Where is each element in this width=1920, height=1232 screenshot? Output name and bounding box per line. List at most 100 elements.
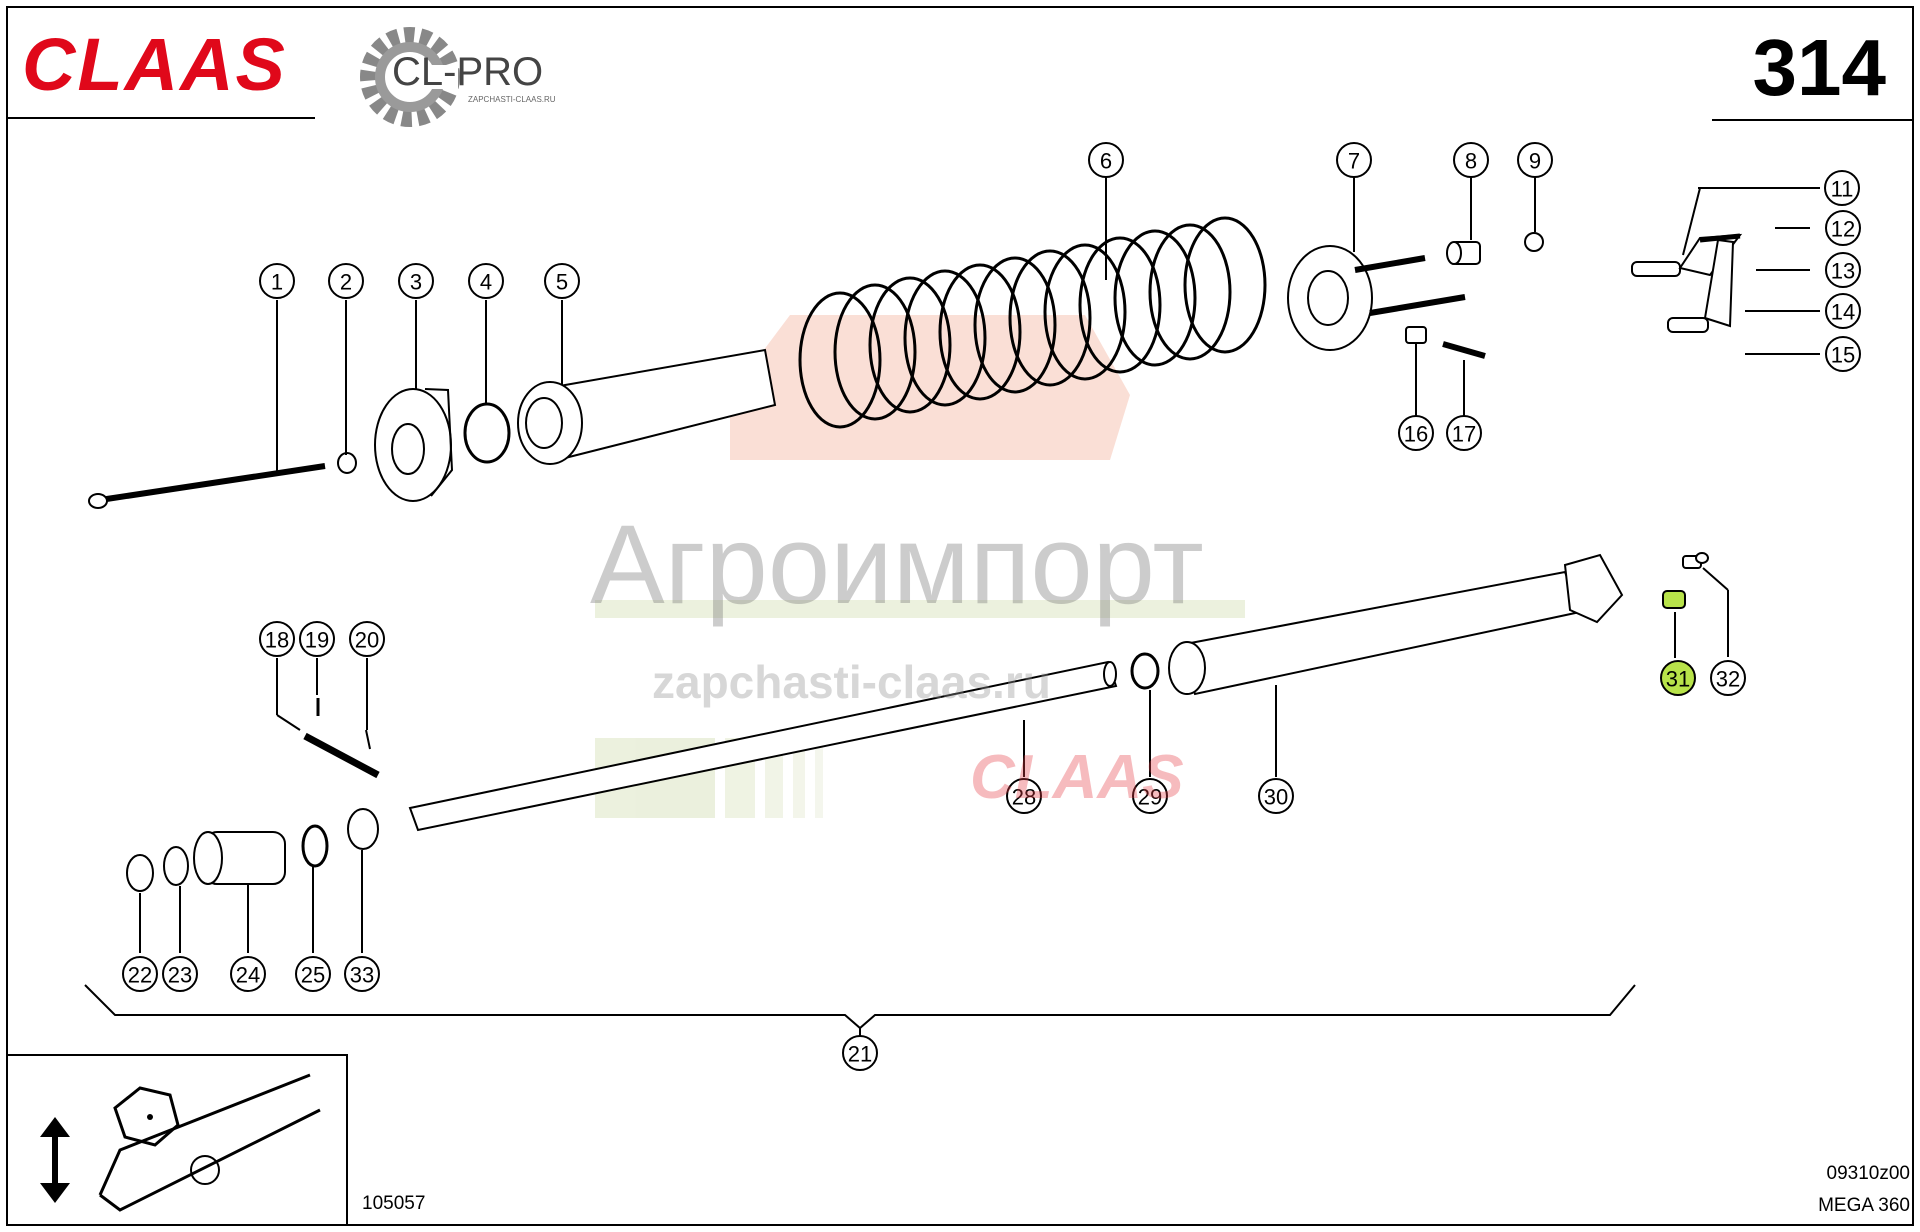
callout-circle	[468, 263, 504, 299]
callout-19: 19	[299, 621, 335, 657]
callout-label: 12	[1831, 217, 1855, 242]
page-frame	[6, 6, 1914, 1226]
callout-15: 15	[1825, 336, 1861, 372]
callout-label: 8	[1465, 149, 1477, 174]
callout-16: 16	[1398, 415, 1434, 451]
callout-29: 29	[1132, 778, 1168, 814]
callout-label: 20	[355, 628, 379, 653]
callout-label: 7	[1348, 149, 1360, 174]
callout-label: 21	[848, 1042, 872, 1067]
part-tube	[1168, 553, 1624, 696]
part-sleeve	[517, 348, 777, 465]
part-circlip	[463, 402, 511, 464]
callout-label: 6	[1100, 149, 1112, 174]
callout-circle	[1258, 778, 1294, 814]
leader-lines	[139, 175, 1820, 953]
part-17-screw	[1442, 341, 1486, 359]
brand-logo: CLAAS	[22, 23, 287, 106]
callout-28: 28	[1006, 778, 1042, 814]
part-32-grease-nipple	[1682, 552, 1709, 569]
callout-circle	[1824, 170, 1860, 206]
callout-24: 24	[230, 956, 266, 992]
callout-label: 4	[480, 270, 492, 295]
part-lever-assembly	[1631, 233, 1743, 333]
part-seal-set	[126, 808, 379, 892]
page-number: 314	[1752, 23, 1886, 112]
callout-label: 23	[168, 963, 192, 988]
callout-label: 18	[265, 628, 289, 653]
callout-circle	[1088, 142, 1124, 178]
callout-8: 8	[1453, 142, 1489, 178]
callout-30: 30	[1258, 778, 1294, 814]
assembly-bracket	[84, 984, 1636, 1030]
image-code: 09310z00	[1826, 1163, 1910, 1184]
callout-5: 5	[544, 263, 580, 299]
callout-label: 9	[1529, 149, 1541, 174]
callout-4: 4	[468, 263, 504, 299]
callout-label: 25	[301, 963, 325, 988]
part-bushing	[1446, 241, 1481, 265]
part-16-nut	[1405, 326, 1427, 344]
callout-circle	[1132, 778, 1168, 814]
part-20-cotter	[365, 729, 371, 750]
callout-label: 15	[1831, 343, 1855, 368]
callout-circle	[544, 263, 580, 299]
callout-label: 22	[128, 963, 152, 988]
callout-label: 11	[1831, 177, 1854, 202]
callout-label: 3	[410, 270, 422, 295]
callout-14: 14	[1825, 293, 1861, 329]
callout-label: 30	[1264, 785, 1288, 810]
callout-circle	[230, 956, 266, 992]
callout-circle	[1446, 415, 1482, 451]
callout-label: 1	[271, 270, 283, 295]
callout-17: 17	[1446, 415, 1482, 451]
callout-circle	[328, 263, 364, 299]
part-spring	[798, 216, 1267, 429]
dealer-logo-subtitle: ZAPCHASTI-CLAAS.RU	[468, 95, 556, 104]
callout-11: 11	[1824, 170, 1860, 206]
callout-9: 9	[1517, 142, 1553, 178]
callout-circle	[259, 263, 295, 299]
callout-label: 13	[1831, 259, 1855, 284]
part-spring-plate	[1287, 245, 1466, 351]
callout-21: 21	[842, 1035, 878, 1071]
callout-label: 17	[1452, 422, 1476, 447]
callout-circle	[1825, 293, 1861, 329]
callout-circle	[1710, 660, 1746, 696]
callout-circle	[398, 263, 434, 299]
drawing-number: 105057	[362, 1193, 426, 1214]
hexagon-nut-icon	[113, 1086, 180, 1147]
part-31-bushing	[1662, 590, 1686, 609]
callout-circle	[1006, 778, 1042, 814]
callout-circle	[1660, 660, 1696, 696]
callout-20: 20	[349, 621, 385, 657]
part-18-pin	[303, 732, 380, 779]
callout-circle	[259, 621, 295, 657]
part-washer	[337, 452, 357, 474]
callout-label: 32	[1716, 667, 1740, 692]
callout-circle	[162, 956, 198, 992]
callout-label: 14	[1831, 300, 1855, 325]
callout-label: 29	[1138, 785, 1162, 810]
callout-6: 6	[1088, 142, 1124, 178]
watermark-site: zapchasti-claas.ru	[652, 656, 1051, 708]
callout-7: 7	[1336, 142, 1372, 178]
part-ring	[1130, 652, 1160, 690]
callout-33: 33	[344, 956, 380, 992]
callout-label: 24	[236, 963, 260, 988]
up-down-arrow-icon	[40, 1117, 70, 1203]
callout-32: 32	[1710, 660, 1746, 696]
dealer-logo: CL-PRO	[392, 50, 544, 94]
callout-18: 18	[259, 621, 295, 657]
callout-label: 19	[305, 628, 329, 653]
detail-inset	[6, 1054, 348, 1226]
part-bolt-long	[88, 463, 326, 509]
callout-label: 2	[340, 270, 352, 295]
watermark-brand: CLAAS	[970, 743, 1184, 812]
callout-circle	[1453, 142, 1489, 178]
callout-circle	[295, 956, 331, 992]
part-flange	[374, 388, 454, 502]
callout-25: 25	[295, 956, 331, 992]
